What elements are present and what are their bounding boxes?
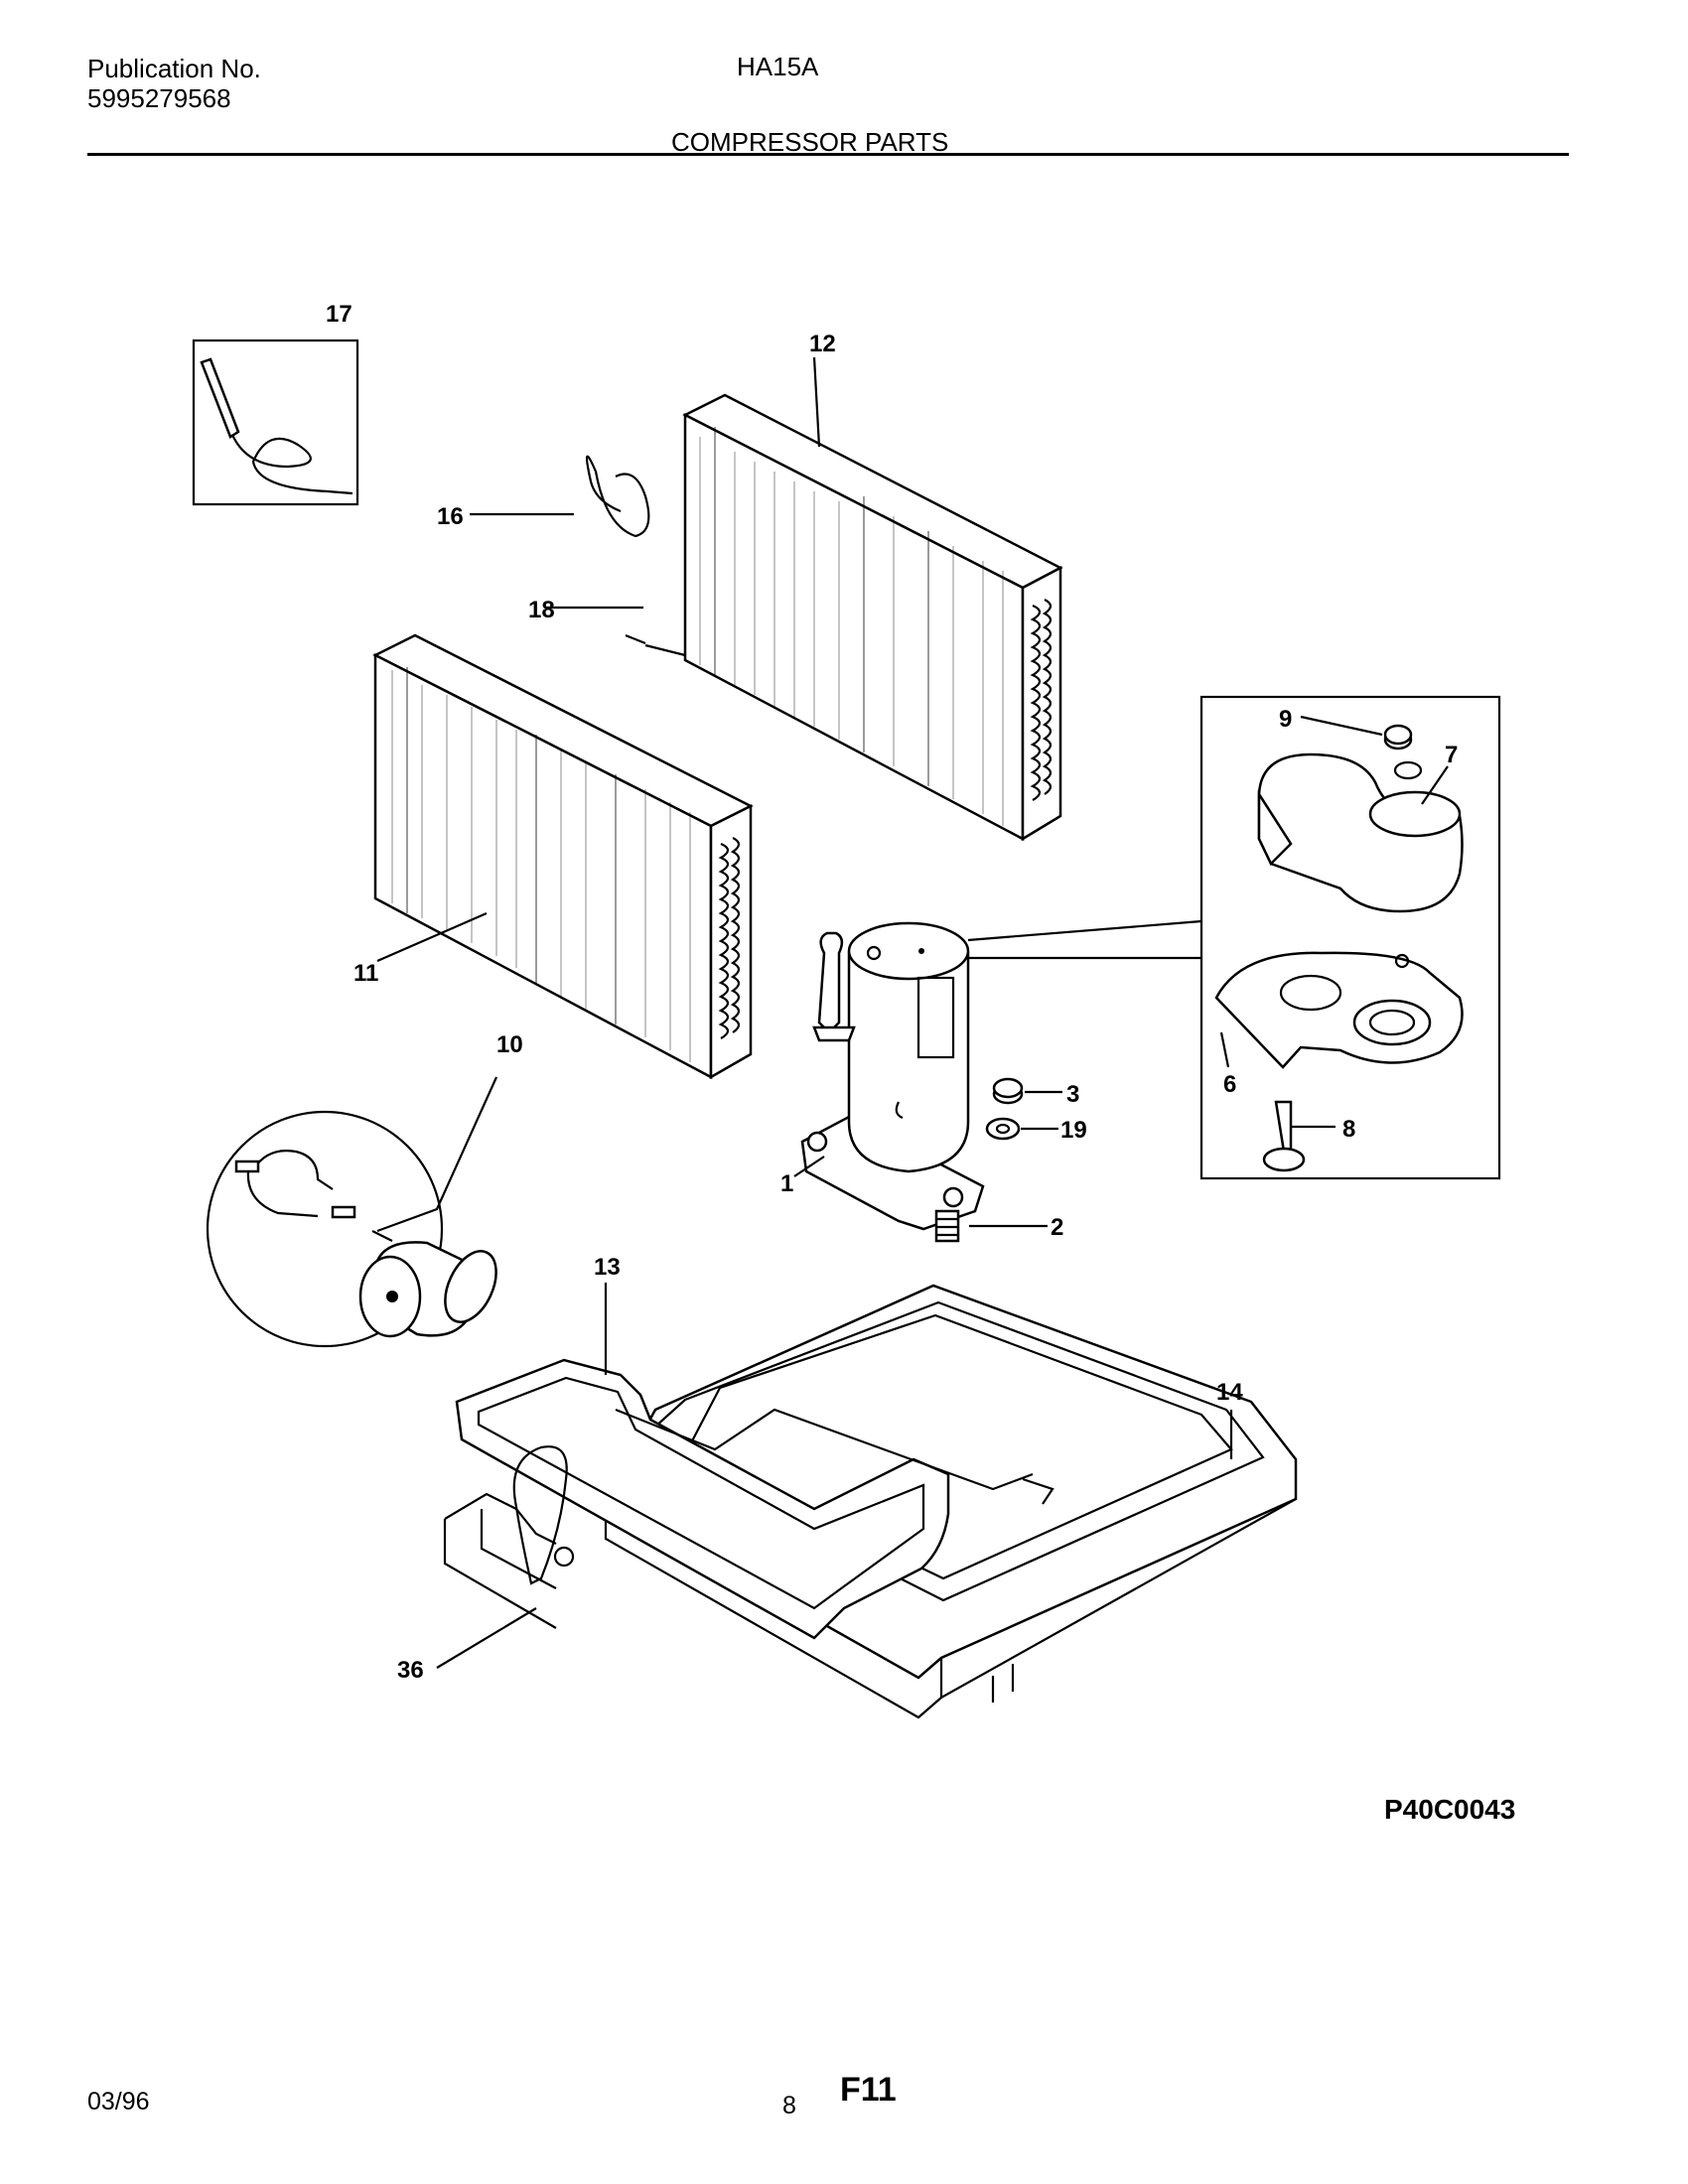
callout-11: 11 <box>353 960 378 987</box>
section-title: COMPRESSOR PARTS <box>671 127 949 157</box>
callout-6: 6 <box>1223 1071 1236 1098</box>
publication-date: 03/96 <box>87 2088 150 2116</box>
callout-17: 17 <box>326 301 352 328</box>
part-12-condenser-coil <box>682 393 1063 842</box>
callout-8: 8 <box>1342 1116 1355 1143</box>
callout-16: 16 <box>437 503 464 530</box>
page-number: 8 <box>782 2092 796 2119</box>
callout-10: 10 <box>496 1031 523 1058</box>
callout-3: 3 <box>1066 1081 1079 1108</box>
callout-7: 7 <box>1445 742 1458 768</box>
callout-36: 36 <box>397 1657 424 1684</box>
callout-14: 14 <box>1216 1379 1243 1406</box>
callout-18: 18 <box>528 597 555 623</box>
publication-label: Publication No. <box>87 54 261 83</box>
part-6-7-8-9-inset <box>967 695 1501 1180</box>
callout-1: 1 <box>780 1170 793 1197</box>
callout-19: 19 <box>1060 1117 1087 1144</box>
figure-code: P40C0043 <box>1384 1794 1516 1825</box>
callout-12: 12 <box>809 331 836 357</box>
part-3-nut <box>992 1077 1024 1105</box>
publication-number: 5995279568 <box>87 83 231 113</box>
part-36-clip <box>512 1445 575 1585</box>
callout-13: 13 <box>594 1254 621 1281</box>
part-1-compressor <box>800 921 985 1231</box>
model-number: HA15A <box>737 52 819 81</box>
leader-lines <box>376 356 1449 1669</box>
callout-9: 9 <box>1279 706 1292 733</box>
page-code: F11 <box>840 2071 897 2109</box>
header-rule <box>87 153 1569 156</box>
part-16-capillary <box>585 455 686 657</box>
part-17-inset <box>192 339 359 506</box>
part-10-detail-circle <box>206 1076 498 1348</box>
part-2-grommet <box>934 1209 960 1243</box>
part-19-washer <box>985 1117 1021 1141</box>
callout-2: 2 <box>1051 1214 1063 1241</box>
part-11-evaporator-coil <box>372 633 754 1080</box>
